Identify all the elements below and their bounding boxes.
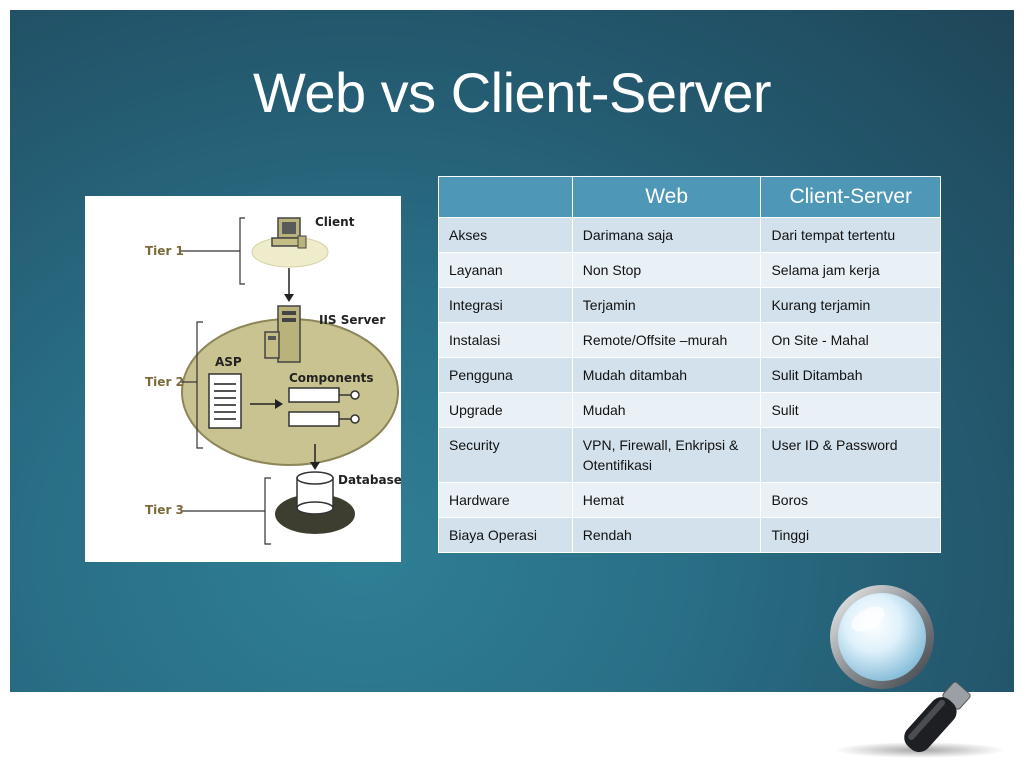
table-row: Akses Darimana saja Dari tempat tertentu (438, 217, 941, 253)
database-icon (296, 471, 334, 515)
web-cell: VPN, Firewall, Enkripsi & Otentifikasi (571, 427, 762, 483)
web-cell: Non Stop (571, 252, 762, 288)
client-server-cell: Kurang terjamin (760, 287, 941, 323)
client-computer-icon (271, 217, 307, 249)
label-database: Database (338, 473, 401, 487)
server-icon (264, 305, 301, 363)
magnifying-glass-icon (820, 585, 1010, 770)
row-label: Biaya Operasi (438, 517, 573, 553)
client-server-cell: Tinggi (760, 517, 941, 553)
label-iis-server: IIS Server (319, 313, 385, 327)
table-row: Security VPN, Firewall, Enkripsi & Otent… (438, 427, 941, 483)
client-server-cell: On Site - Mahal (760, 322, 941, 358)
web-cell: Remote/Offsite –murah (571, 322, 762, 358)
row-label: Instalasi (438, 322, 573, 358)
header-empty (438, 176, 573, 218)
table-row: Pengguna Mudah ditambah Sulit Ditambah (438, 357, 941, 393)
table-row: Biaya Operasi Rendah Tinggi (438, 517, 941, 553)
web-cell: Terjamin (571, 287, 762, 323)
slide-title: Web vs Client-Server (252, 61, 772, 124)
table-header-row: Web Client-Server (438, 176, 941, 218)
comparison-table: Web Client-Server Akses Darimana saja Da… (438, 176, 941, 553)
row-label: Security (438, 427, 573, 483)
table-row: Integrasi Terjamin Kurang terjamin (438, 287, 941, 323)
row-label: Hardware (438, 482, 573, 518)
client-server-cell: Boros (760, 482, 941, 518)
table-row: Hardware Hemat Boros (438, 482, 941, 518)
web-cell: Rendah (571, 517, 762, 553)
web-cell: Hemat (571, 482, 762, 518)
table-row: Instalasi Remote/Offsite –murah On Site … (438, 322, 941, 358)
components-icon (288, 387, 360, 427)
label-tier2: Tier 2 (145, 375, 184, 389)
header-web: Web (571, 176, 762, 218)
row-label: Akses (438, 217, 573, 253)
row-label: Integrasi (438, 287, 573, 323)
label-client: Client (315, 215, 355, 229)
header-client-server: Client-Server (760, 176, 941, 218)
web-cell: Mudah ditambah (571, 357, 762, 393)
label-components: Components (289, 371, 374, 385)
three-tier-diagram: Client IIS Server ASP Components Databas… (85, 196, 401, 562)
web-cell: Mudah (571, 392, 762, 428)
client-server-cell: Sulit Ditambah (760, 357, 941, 393)
tier-brackets (181, 217, 271, 545)
client-server-cell: User ID & Password (760, 427, 941, 483)
table-row: Upgrade Mudah Sulit (438, 392, 941, 428)
row-label: Upgrade (438, 392, 573, 428)
table-row: Layanan Non Stop Selama jam kerja (438, 252, 941, 288)
client-server-cell: Selama jam kerja (760, 252, 941, 288)
label-asp: ASP (215, 355, 242, 369)
row-label: Layanan (438, 252, 573, 288)
web-cell: Darimana saja (571, 217, 762, 253)
client-server-cell: Sulit (760, 392, 941, 428)
asp-document-icon (208, 373, 242, 429)
label-tier3: Tier 3 (145, 503, 184, 517)
client-server-cell: Dari tempat tertentu (760, 217, 941, 253)
label-tier1: Tier 1 (145, 244, 184, 258)
row-label: Pengguna (438, 357, 573, 393)
